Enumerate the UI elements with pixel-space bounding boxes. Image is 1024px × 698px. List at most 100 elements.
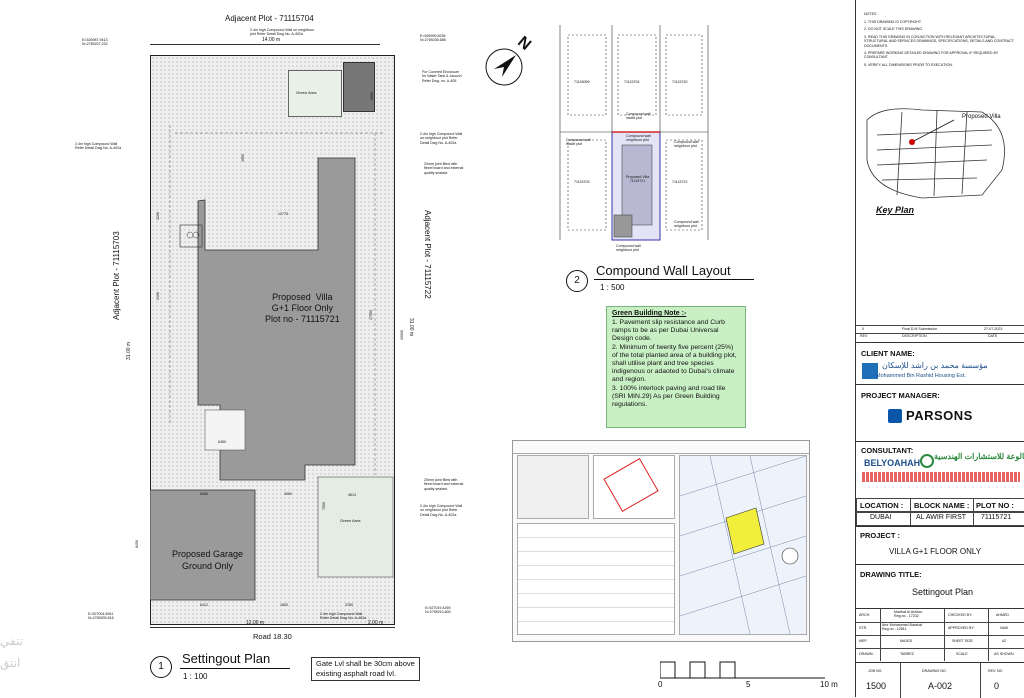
coordinate-bottom-left: E=527004.8941 N=2789200.516 [88, 612, 114, 621]
plot-71115722: 71115722 [672, 180, 688, 184]
settingout-title-number: 1 [158, 661, 164, 672]
cw-inside-left: Compound wall inside plot [566, 138, 591, 147]
rev-date: 27-07-2023 [984, 327, 1003, 331]
note-4: 4. PREPARE WORKING DETAILED DRAWING FOR … [864, 51, 999, 60]
note-wall-top: 2.4m high Compound Wall on neighbour plo… [250, 28, 315, 37]
staff-value: NAIK [1000, 626, 1009, 630]
key-plan-drawing [866, 108, 1005, 199]
settingout-plan: Adjacent Plot - 71115704 14.00 m E=52698… [0, 0, 470, 697]
water-tank-enclosure [343, 62, 375, 112]
note-2: 2. DO NOT SCALE THIS DRAWING. [864, 27, 924, 32]
note-wall-bottom: 2.4m high Compound Wall Refer Detail Dwg… [320, 612, 367, 621]
bottom-dim-line [150, 627, 395, 628]
cw-neighbour-bottom: Compound wall neighbour plot [616, 244, 641, 253]
garage-shape [150, 489, 256, 601]
location-col-sep-2 [973, 498, 974, 526]
villa-shape [197, 157, 356, 481]
dim-17950: 17950 [369, 310, 373, 320]
cw-neighbour-top: Compound wall neighbour plot [626, 134, 651, 143]
key-plan-callout: Proposed Villa [962, 114, 1001, 120]
staff-role: ARCH. [859, 613, 871, 617]
job-number-row: JOB NO. 1500 DRAWING NO. A-002 REV. NO 0 [856, 662, 1024, 698]
client-section: CLIENT NAME: مؤسسة محمد بن راشد للإسكان … [856, 342, 1024, 385]
kitchen-block [179, 224, 203, 248]
staff-row: STR. Amr Mohammed Barakat Reg.no - 12811… [856, 622, 1024, 636]
staff-value: A2 [1002, 639, 1007, 643]
consultant-heading: CONSULTANT: [861, 446, 914, 455]
staff-name: Amr Mohammed Barakat Reg.no - 12811 [882, 623, 922, 632]
drawing-title-section: DRAWING TITLE: Settingout Plan [856, 564, 1024, 609]
green-building-note: Green Building Note :- 1. Pavement slip … [606, 306, 746, 428]
dim-4613: 4613 [348, 493, 356, 497]
rev-header-desc: DESCRIPTION [902, 334, 927, 338]
block-value: AL AWIR FIRST [916, 514, 967, 521]
drawing-no-heading: DRAWING NO. [922, 669, 947, 673]
parsons-logo-icon [888, 409, 902, 423]
green-area-bottom-label: Green Area [340, 518, 361, 523]
job-no-heading: JOB NO. [868, 669, 883, 673]
bottom-dimension: 12.00 m [246, 620, 265, 626]
affection-center-map [593, 455, 675, 519]
key-plan-label: Key Plan [876, 205, 915, 215]
villa-footprint [150, 125, 394, 601]
client-heading: CLIENT NAME: [861, 349, 915, 358]
dim-12775: 12775 [278, 212, 288, 216]
project-name: VILLA G+1 FLOOR ONLY [889, 547, 982, 556]
affection-plan [512, 440, 810, 642]
plot-value: 71115721 [981, 514, 1012, 521]
green-area-top [288, 70, 342, 117]
site-plot-highlight [725, 507, 765, 555]
staff-row: MEP. MAJED SHEET SIZE A2 [856, 635, 1024, 649]
plot-heading: PLOT NO : [976, 501, 1014, 510]
staff-col-sep-3 [988, 609, 989, 661]
note-joint-2: 20mm joint filled with flexel board and … [424, 478, 464, 491]
staff-role: DRAWN: [859, 652, 874, 656]
staff-col-sep-2 [944, 609, 945, 661]
consultant-name-ar: بالوعة للاستشارات الهندسية [934, 452, 1024, 461]
staff-row: ARCH. Madhat Al Ashkar Reg.no - 17232 CH… [856, 609, 1024, 623]
note-1: 1. THIS DRAWING IS COPYRIGHT. [864, 20, 922, 24]
cw-neighbour-br: Compound wall neighbour plot [674, 220, 699, 229]
staff-role: MEP. [859, 639, 868, 643]
coordinate-top-right: E=526999.8236 N=2789235.688 [420, 34, 446, 43]
job-no-value: 1500 [866, 681, 887, 691]
location-col-sep-1 [910, 498, 911, 526]
adjacent-plot-right-label: Adjacent Plot - 71115722 [423, 210, 432, 299]
cw-inside-top: Compound wall inside plot [626, 112, 651, 121]
client-name-ar: مؤسسة محمد بن راشد للإسكان [882, 361, 988, 370]
staircase [204, 409, 246, 451]
rev-header-date: DATE [988, 334, 998, 338]
dim-3760: 3760 [345, 603, 353, 607]
compound-title: Compound Wall Layout [596, 263, 731, 278]
bottom-dimension-2: 2.00 m [368, 620, 384, 626]
dim-6460: 6460 [200, 492, 208, 496]
note-wall-right-2: 2.4m high Compound Wall on neighbour plo… [420, 504, 463, 517]
faded-arabic-side: تنفي انتق [0, 634, 24, 670]
rev-separator [856, 333, 1024, 334]
compound-wall-layout: 71115069 71115704 71115720 71115703 Prop… [550, 20, 754, 300]
settingout-title-circle: 1 [150, 656, 172, 678]
villa-label: Proposed Villa G+1 Floor Only Plot no - … [265, 292, 340, 324]
staff-key: SHEET SIZE [952, 639, 973, 643]
title-block: NOTES 1. THIS DRAWING IS COPYRIGHT. 2. D… [855, 0, 1024, 698]
rev-number: 0 [862, 327, 864, 331]
dim-3000b: 3000 [370, 92, 374, 100]
pm-heading: PROJECT MANAGER: [861, 391, 940, 400]
plot-71115069: 71115069 [574, 80, 590, 84]
dim-1200: 1200 [156, 212, 160, 220]
dim-7500: 7500 [322, 502, 326, 510]
staff-role: STR. [859, 626, 868, 630]
notes-list: 1. THIS DRAWING IS COPYRIGHT. 2. DO NOT … [864, 20, 1014, 67]
staff-name: TABREZ [900, 652, 914, 656]
affection-header [513, 441, 809, 454]
scale-label-5: 5 [746, 680, 751, 689]
dim-3000: 3000 [284, 492, 292, 496]
proposed-villa-garage [613, 214, 633, 238]
gate-note: Gate Lvl shall be 30cm above existing as… [311, 657, 420, 681]
consultant-contact-strip [862, 472, 1020, 482]
affection-site-map [679, 455, 807, 635]
note-5: 5. VERIFY ALL DIMENSIONS PRIOR TO EXECUT… [864, 62, 953, 67]
scale-label-0: 0 [658, 680, 663, 689]
staff-table: ARCH. Madhat Al Ashkar Reg.no - 17232 CH… [856, 608, 1024, 661]
dim-4950: 4950 [241, 154, 245, 162]
